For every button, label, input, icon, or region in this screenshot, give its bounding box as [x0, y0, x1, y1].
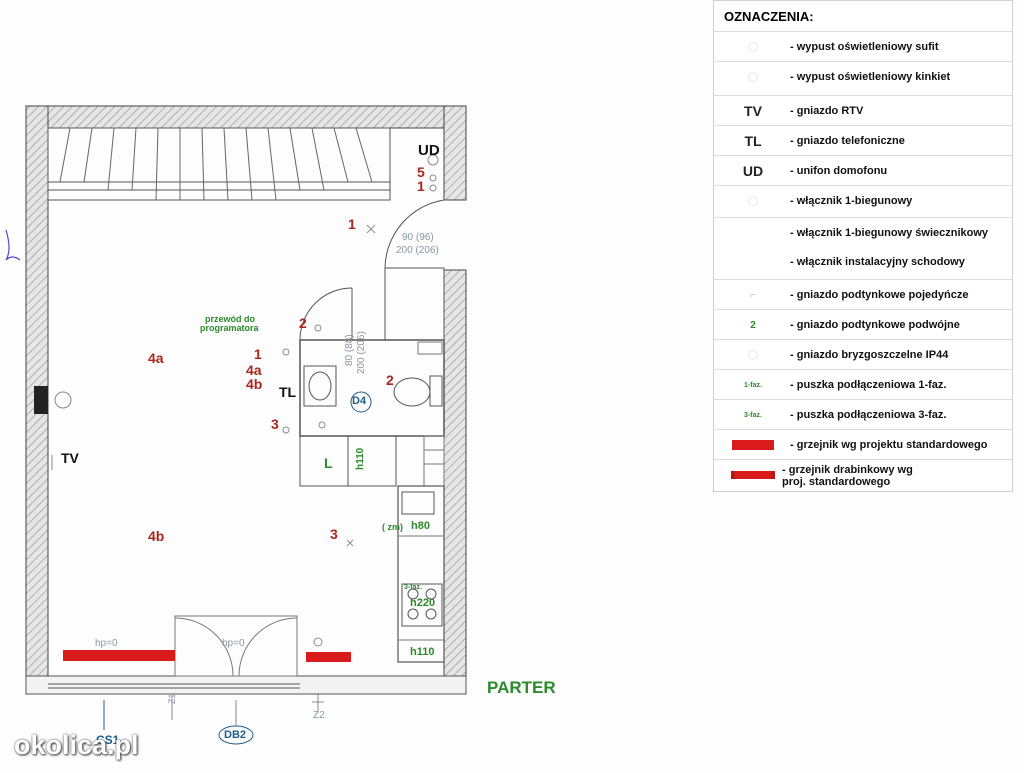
- sink: [401, 491, 435, 515]
- door-db2-label: DB2: [224, 729, 247, 741]
- floor-label-parter: PARTER: [487, 678, 556, 697]
- door-marker-d4: [350, 391, 372, 413]
- circuit-5: 5: [417, 164, 425, 180]
- single-socket-icon: ⌐: [750, 289, 756, 301]
- h110-a: h110: [355, 447, 366, 470]
- vestibule: [384, 267, 445, 341]
- circuit-4b: 4b: [148, 528, 165, 544]
- watermark: okolica.pl: [14, 730, 139, 760]
- legend-row-tv: TV - gniazdo RTV: [714, 95, 1012, 126]
- wall-top: [25, 105, 467, 129]
- legend-row-double-socket: 2 - gniazdo podtynkowe podwójne: [714, 309, 1012, 340]
- radiator-1: [63, 650, 175, 661]
- legend-row-tl: TL - gniazdo telefoniczne: [714, 125, 1012, 156]
- wall-bottom: [25, 675, 467, 695]
- cs1-label: CS1: [96, 733, 120, 747]
- legend-row-radiator: - grzejnik wg projektu standardowego: [714, 429, 1012, 460]
- bathroom-door-swing: [299, 287, 353, 341]
- toilet: [429, 375, 443, 407]
- legend-row-single-socket: ⌐ - gniazdo podtynkowe pojedyńcze: [714, 279, 1012, 310]
- legend-row-ceiling-light: - wypust oświetleniowy sufit: [714, 31, 1012, 62]
- l-box-label: L: [324, 455, 333, 471]
- circuit-4b-switch: 4b: [246, 376, 263, 392]
- tl-label: TL: [279, 384, 297, 400]
- tv-socket-icon: TV: [744, 103, 762, 119]
- switch-icon: [718, 186, 788, 216]
- legend-panel: OZNACZENIA: - wypust oświetleniowy sufit…: [713, 0, 1013, 492]
- circuit-3-mid: 3: [330, 526, 338, 542]
- programmer-note-1: przewód do: [205, 314, 255, 324]
- junction-box-1-phase-icon: 1-faz.: [744, 381, 762, 389]
- wall-right-upper: [443, 105, 467, 201]
- ladder-radiator-icon: [718, 460, 788, 490]
- legend-row-ud: UD - unifon domofonu: [714, 155, 1012, 186]
- circuit-3-switch: 3: [271, 416, 279, 432]
- circuit-1-switch: 1: [254, 346, 262, 362]
- legend-row-ip44-socket: - gniazdo bryzgoszczelne IP44: [714, 339, 1012, 370]
- chimney: [34, 386, 48, 414]
- radiator-icon: [718, 430, 788, 460]
- hp-label-1: hp=0: [95, 638, 118, 649]
- wall-right-lower: [443, 269, 467, 695]
- door-d4-label: D4: [352, 395, 367, 407]
- cooktop: [401, 583, 443, 627]
- legend-row-stair-switch: - włącznik instalacyjny schodowy: [714, 247, 1012, 277]
- entry-door-swing: [384, 199, 445, 269]
- tv-label: TV: [61, 450, 79, 466]
- washbasin: [303, 365, 337, 407]
- wall-light-icon: [718, 62, 788, 92]
- zm-label: ( zm): [382, 522, 403, 532]
- ladder-radiator-text: - grzejnik drabinkowy wg: [782, 464, 913, 476]
- door1-size-1: 90 (96): [402, 232, 434, 243]
- legend-row-switch-1: - włącznik 1-biegunowy: [714, 185, 1012, 216]
- kitchen-counter: [397, 485, 445, 663]
- stair-switch-icon: [718, 247, 788, 277]
- door2-size-1: 80 (88): [344, 334, 355, 366]
- h220-label: h220: [410, 597, 436, 609]
- junction-box-3-phase-icon: 3-faz.: [744, 411, 762, 419]
- circuit-2-bath: 2: [386, 372, 394, 388]
- ud-label: UD: [418, 142, 440, 159]
- circuit-4a-switch: 4a: [246, 362, 262, 378]
- programmer-note-2: programatora: [200, 323, 259, 333]
- ladder-radiator-text-2: proj. standardowego: [782, 476, 891, 488]
- legend-row-chandelier-switch: - włącznik 1-biegunowy świecznikowy: [714, 217, 1012, 248]
- h80-label: h80: [411, 520, 430, 532]
- chandelier-switch-icon: [718, 218, 788, 248]
- ip44-socket-icon: [718, 340, 788, 370]
- door1-size-2: 200 (206): [396, 245, 439, 256]
- circuit-1-ud: 1: [417, 178, 425, 194]
- intercom-icon: UD: [742, 163, 764, 179]
- staircase: [47, 127, 391, 201]
- circuit-4a: 4a: [148, 350, 164, 366]
- faz3-label: 3-faz.: [404, 584, 422, 591]
- door2-size-2: 200 (206): [356, 331, 367, 374]
- legend-row-ladder-radiator: - grzejnik drabinkowy wg proj. standardo…: [714, 459, 1012, 492]
- legend-row-box-1faz: 1-faz. - puszka podłączeniowa 1-faz.: [714, 369, 1012, 400]
- legend-title: OZNACZENIA:: [724, 9, 814, 24]
- legend-row-wall-light: - wypust oświetleniowy kinkiet: [714, 61, 1012, 92]
- circuit-1-top: 1: [348, 216, 356, 232]
- z1-label: Z1: [167, 693, 177, 704]
- hp-label-2: hp=0: [222, 638, 245, 649]
- h110-b: h110: [410, 646, 435, 658]
- double-socket-icon: 2: [750, 319, 756, 331]
- z2-label: Z2: [313, 710, 325, 721]
- radiator-2: [306, 652, 351, 662]
- balcony-doors: [174, 615, 298, 677]
- ceiling-light-icon: [718, 32, 788, 62]
- circuit-2-left: 2: [299, 315, 307, 331]
- legend-row-box-3faz: 3-faz. - puszka podłączeniowa 3-faz.: [714, 399, 1012, 430]
- phone-socket-icon: TL: [744, 133, 762, 149]
